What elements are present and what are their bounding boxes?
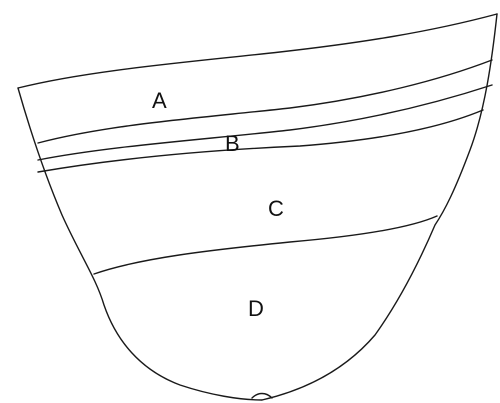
- boundary-c-d-line: [93, 215, 438, 275]
- rim-top-line: [17, 13, 498, 89]
- layer-a-label: A: [152, 88, 167, 113]
- boundary-b-inner-line: [37, 84, 493, 161]
- layer-c-label: C: [268, 196, 284, 221]
- left-wall-line: [17, 87, 263, 401]
- layer-d-label: D: [248, 296, 264, 321]
- right-wall-line: [261, 13, 498, 401]
- base-mark: [251, 392, 273, 399]
- boundary-b-c-line: [37, 109, 484, 173]
- layer-b-label: B: [225, 131, 240, 156]
- boundary-a-b-line: [37, 59, 493, 144]
